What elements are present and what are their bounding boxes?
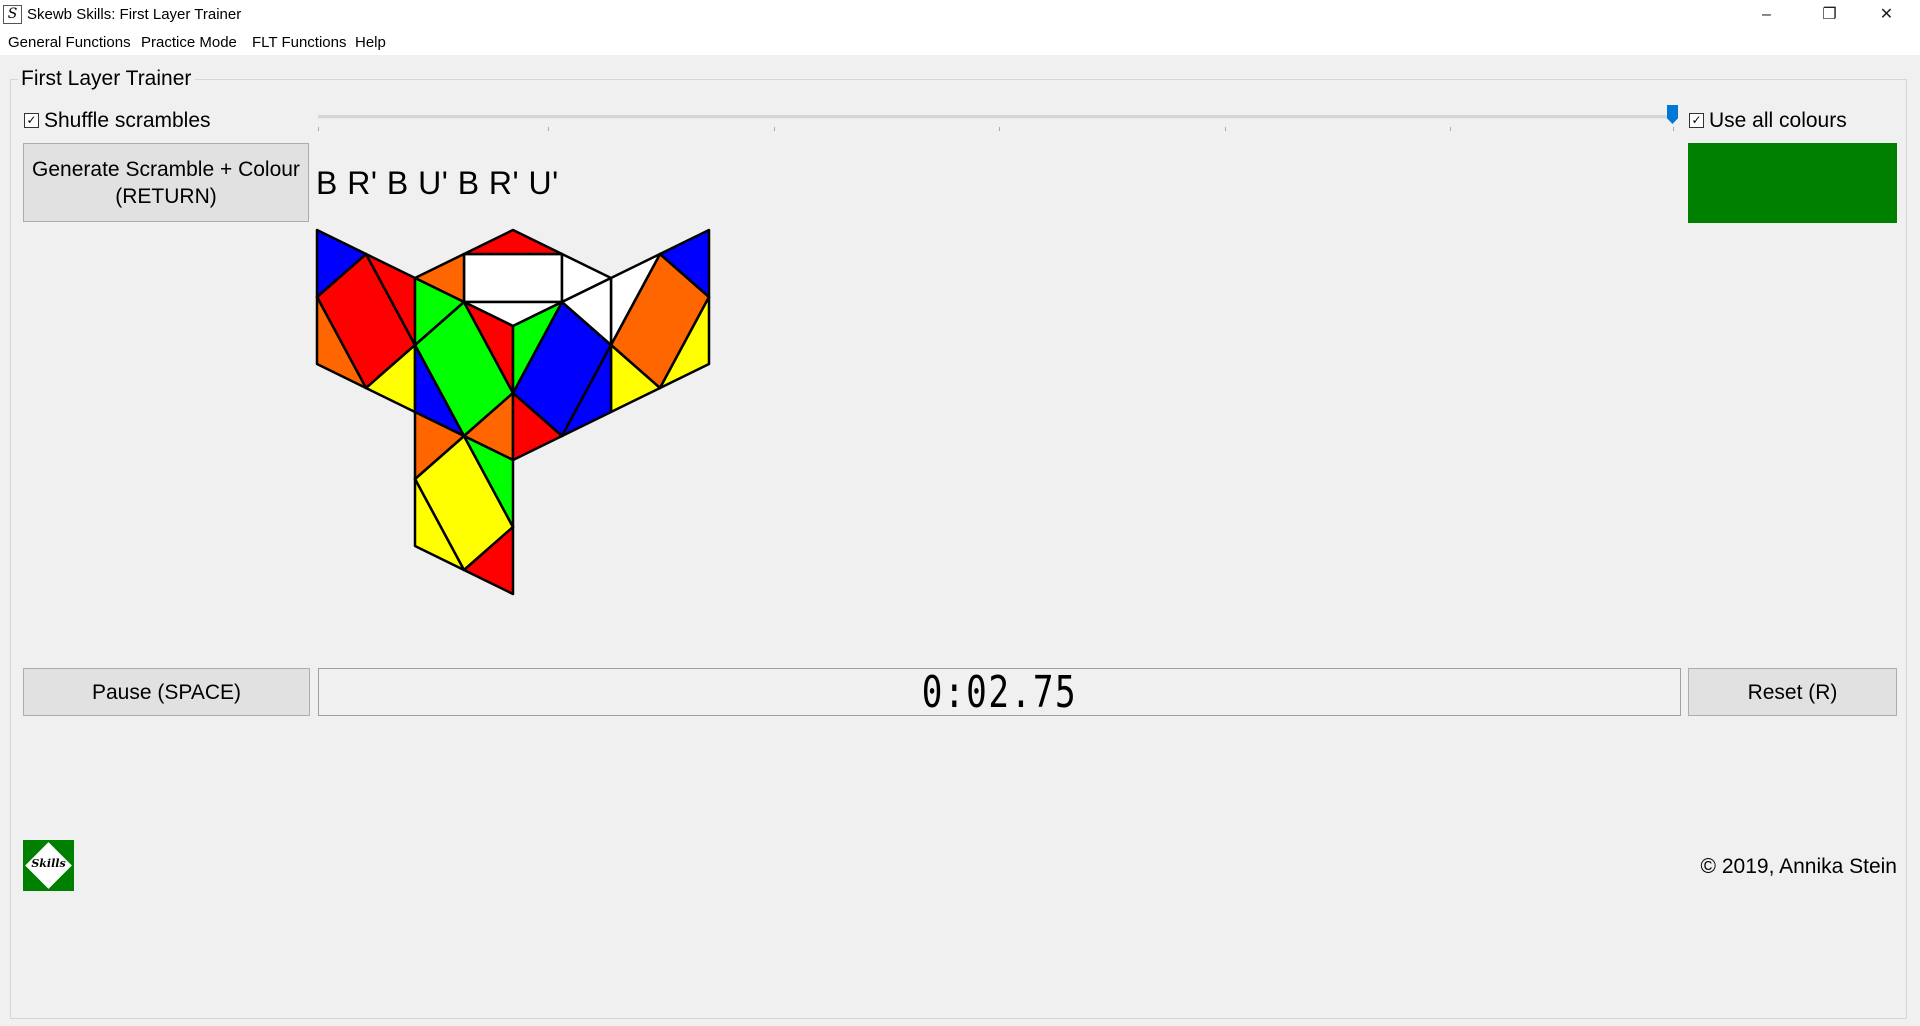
slider-handle[interactable] [1667, 105, 1678, 124]
bottom-face-corner-sticker [462, 434, 515, 529]
slider-tick [1450, 127, 1451, 131]
menu-bar: General Functions Practice Mode FLT Func… [0, 31, 1920, 55]
menu-practice-mode[interactable]: Practice Mode [141, 34, 237, 51]
minimize-button[interactable]: – [1762, 6, 1771, 23]
slider-tick [548, 127, 549, 131]
group-title: First Layer Trainer [18, 67, 196, 91]
app-icon: S [3, 5, 22, 24]
slider-tick [1225, 127, 1226, 131]
right-face-corner-sticker [658, 228, 711, 299]
colour-swatch [1688, 143, 1897, 223]
menu-help[interactable]: Help [355, 34, 386, 51]
timer-text: 0:02.75 [921, 667, 1078, 718]
generate-scramble-button[interactable]: Generate Scramble + Colour (RETURN) [23, 143, 309, 222]
slider-tick [1673, 127, 1674, 131]
window-title: Skewb Skills: First Layer Trainer [27, 6, 242, 23]
shuffle-label: Shuffle scrambles [44, 109, 211, 132]
reset-button[interactable]: Reset (R) [1688, 668, 1897, 716]
scramble-text: B R' B U' B R' U' [316, 165, 559, 201]
logo-text: Skills [31, 857, 66, 870]
close-button[interactable]: ✕ [1879, 6, 1894, 23]
bottom-face-corner-sticker [413, 477, 466, 572]
shuffle-checkbox[interactable]: ✓ [24, 113, 39, 128]
front-right-face-corner-sticker [560, 276, 613, 347]
title-bar: S Skewb Skills: First Layer Trainer – ❐ … [0, 0, 1920, 31]
top-face-corner-sticker [462, 228, 564, 256]
generate-button-line1: Generate Scramble + Colour [32, 157, 300, 181]
top-face-center-sticker [462, 252, 564, 304]
timer-display: 0:02.75 [318, 668, 1681, 716]
front-right-face-corner-sticker [560, 343, 613, 438]
menu-general-functions[interactable]: General Functions [8, 34, 131, 51]
use-all-colours-label: Use all colours [1709, 109, 1847, 132]
left-face-corner-sticker [315, 295, 368, 390]
slider-tick [774, 127, 775, 131]
generate-button-line2: (RETURN) [115, 184, 217, 208]
bottom-face-corner-sticker [413, 410, 466, 481]
copyright-text: © 2019, Annika Stein [1700, 855, 1897, 878]
front-right-face-corner-sticker [511, 391, 564, 462]
maximize-button[interactable]: ❐ [1822, 6, 1837, 23]
pause-button[interactable]: Pause (SPACE) [23, 668, 310, 716]
slider-tick [318, 127, 319, 131]
use-all-colours-checkbox[interactable]: ✓ [1689, 113, 1704, 128]
first-layer-trainer-group [10, 79, 1907, 1019]
front-right-face-corner-sticker [511, 300, 564, 395]
skewb-net [315, 228, 711, 596]
left-face-corner-sticker [315, 228, 368, 299]
slider-track[interactable] [318, 115, 1674, 119]
skills-logo: Skills [23, 840, 74, 891]
front-face-corner-sticker [413, 276, 466, 347]
slider-tick [999, 127, 1000, 131]
menu-flt-functions[interactable]: FLT Functions [252, 34, 347, 51]
bottom-face-corner-sticker [462, 525, 515, 596]
right-face-corner-sticker [658, 295, 711, 390]
